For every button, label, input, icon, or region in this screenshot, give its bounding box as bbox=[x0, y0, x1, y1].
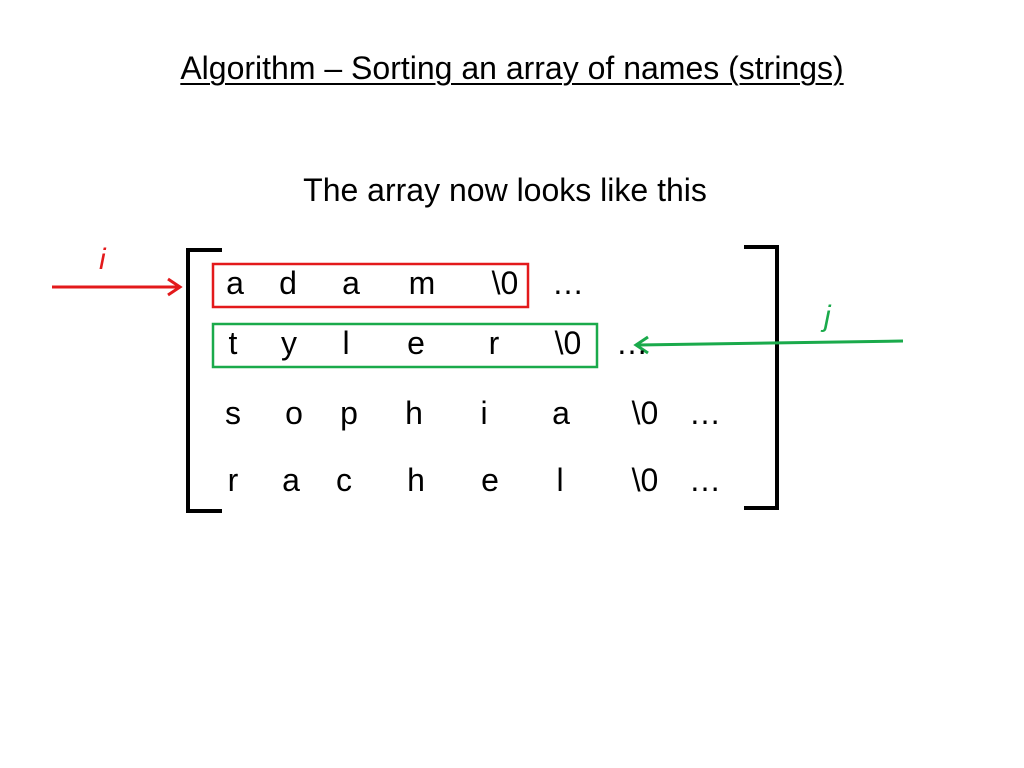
slide-title-text: Algorithm – Sorting an array of names (s… bbox=[180, 50, 844, 86]
array-cell-sophia-1: o bbox=[285, 395, 303, 431]
array-cell-tyler-6: … bbox=[616, 325, 648, 361]
array-cell-adam-5: … bbox=[552, 265, 584, 301]
array-cell-adam-3: m bbox=[408, 265, 436, 301]
array-cell-rachel-5: l bbox=[556, 462, 564, 498]
array-cell-rachel-4: e bbox=[481, 462, 499, 498]
array-cell-tyler-5: \0 bbox=[554, 325, 582, 361]
array-cell-rachel-7: … bbox=[689, 462, 721, 498]
array-cell-sophia-6: \0 bbox=[631, 395, 659, 431]
array-cell-sophia-0: s bbox=[225, 395, 241, 431]
row-i-highlight-box bbox=[211, 262, 530, 309]
slide-subtitle: The array now looks like this bbox=[303, 172, 707, 208]
array-cell-sophia-3: h bbox=[405, 395, 423, 431]
pointer-j-label: j bbox=[824, 300, 831, 333]
array-cell-rachel-6: \0 bbox=[631, 462, 659, 498]
array-cell-tyler-1: y bbox=[281, 325, 297, 361]
array-cell-rachel-3: h bbox=[407, 462, 425, 498]
right-bracket bbox=[744, 245, 779, 510]
array-cell-sophia-2: p bbox=[340, 395, 358, 431]
pointer-j-arrow-head bbox=[633, 335, 649, 355]
array-cell-rachel-2: c bbox=[336, 462, 352, 498]
array-cell-tyler-4: r bbox=[488, 325, 500, 361]
pointer-i-arrow-head bbox=[167, 277, 183, 297]
array-cell-rachel-0: r bbox=[227, 462, 239, 498]
array-cell-adam-0: a bbox=[226, 265, 244, 301]
array-cell-tyler-2: l bbox=[342, 325, 350, 361]
array-cell-sophia-7: … bbox=[689, 395, 721, 431]
array-cell-sophia-4: i bbox=[480, 395, 488, 431]
array-cell-sophia-5: a bbox=[552, 395, 570, 431]
array-cell-adam-1: d bbox=[279, 265, 297, 301]
slide-title: Algorithm – Sorting an array of names (s… bbox=[0, 48, 1024, 88]
array-cell-rachel-1: a bbox=[282, 462, 300, 498]
array-cell-tyler-3: e bbox=[407, 325, 425, 361]
array-cell-adam-2: a bbox=[342, 265, 360, 301]
pointer-j-arrow-shaft bbox=[637, 339, 904, 347]
pointer-i-label: i bbox=[99, 243, 106, 276]
array-cell-adam-4: \0 bbox=[491, 265, 519, 301]
array-cell-tyler-0: t bbox=[228, 325, 238, 361]
row-j-highlight-box bbox=[211, 322, 599, 369]
left-bracket bbox=[186, 248, 222, 513]
